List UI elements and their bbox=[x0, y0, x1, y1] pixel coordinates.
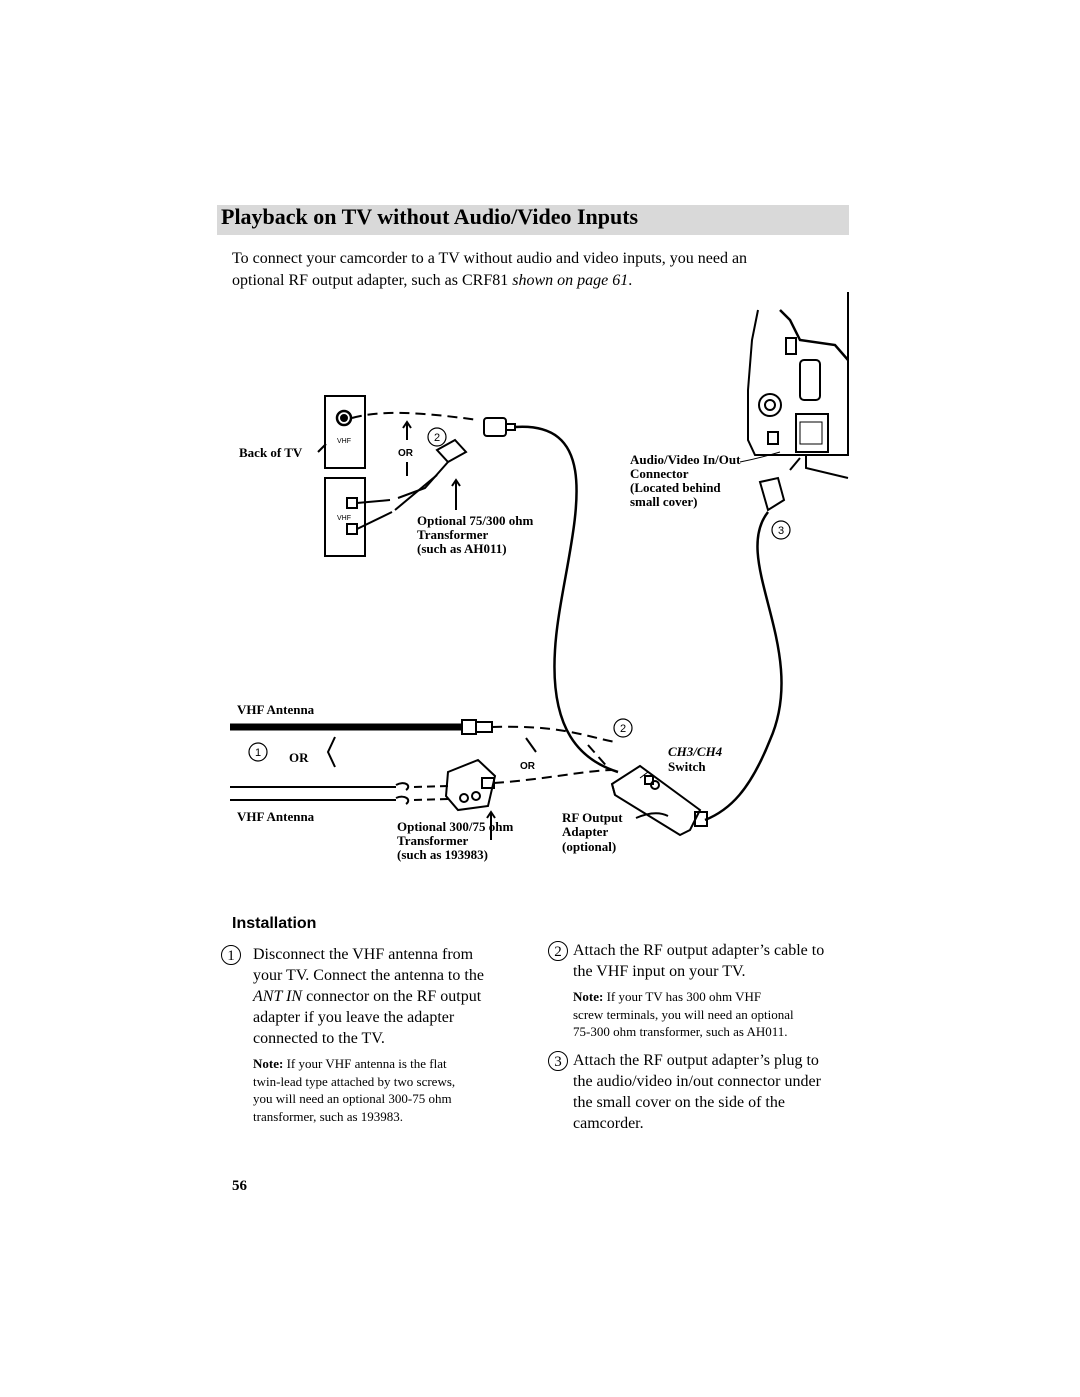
step-3-text: Attach the RF output adapter’s plug to t… bbox=[573, 1052, 821, 1132]
step-1-number: 1 bbox=[221, 945, 241, 965]
back-of-tv-label: Back of TV bbox=[239, 445, 303, 460]
step-2-text: Attach the RF output adapter’s cable to … bbox=[573, 942, 825, 980]
intro-text: optional RF output adapter, such as CRF8… bbox=[232, 272, 513, 289]
vhf-tag-1: VHF bbox=[337, 438, 351, 445]
page-title: Playback on TV without Audio/Video Input… bbox=[221, 204, 639, 229]
tv-panel-top bbox=[324, 395, 366, 469]
or-label-top: OR bbox=[398, 448, 414, 459]
vhf-tag-2: VHF bbox=[337, 515, 351, 522]
page-number: 56 bbox=[232, 1178, 247, 1194]
title-bar-background bbox=[217, 205, 849, 235]
transformer-300-75-line1: Optional 300/75 ohm bbox=[397, 819, 514, 834]
transformer-75-300-line2: Transformer bbox=[417, 527, 489, 542]
installation-heading: Installation bbox=[232, 915, 317, 932]
transformer-300-75-line2: Transformer bbox=[397, 833, 469, 848]
av-connector-line4: small cover) bbox=[630, 494, 698, 509]
rf-adapter-line3: (optional) bbox=[562, 839, 617, 854]
ch-switch-italic: CH3/CH4 bbox=[668, 744, 723, 759]
step-2-note: Note: If your TV has 300 ohm VHF screw t… bbox=[573, 989, 794, 1039]
av-connector-line3: (Located behind bbox=[630, 480, 721, 495]
camcorder-drawing bbox=[747, 292, 849, 479]
av-connector-line1: Audio/Video In/Out bbox=[630, 452, 741, 467]
diagram-step-3: 3 bbox=[778, 525, 784, 537]
diagram-step-2-bottom: 2 bbox=[620, 723, 626, 735]
step-1-text: Disconnect the VHF antenna from your TV.… bbox=[253, 946, 484, 1047]
connection-diagram: VHF VHF OR OR 2 3 2 1 bbox=[230, 292, 849, 840]
intro-line-1: To connect your camcorder to a TV withou… bbox=[232, 250, 748, 267]
vhf-antenna-coax-label: VHF Antenna bbox=[237, 702, 315, 717]
tv-panel-bottom bbox=[324, 477, 366, 557]
rf-adapter-line1: RF Output bbox=[562, 810, 623, 825]
av-connector-line2: Connector bbox=[630, 466, 689, 481]
vhf-antenna-twin-label: VHF Antenna bbox=[237, 809, 315, 824]
intro-line-2: optional RF output adapter, such as CRF8… bbox=[232, 272, 633, 289]
rf-adapter-line2: Adapter bbox=[562, 824, 609, 839]
transformer-300-75-line3: (such as 193983) bbox=[397, 847, 489, 862]
page-reference: shown on page 61 bbox=[512, 272, 629, 289]
or-label-bottom: OR bbox=[520, 761, 536, 772]
transformer-75-300-line1: Optional 75/300 ohm bbox=[417, 513, 534, 528]
ch-switch-label: Switch bbox=[668, 759, 706, 774]
or-label-antenna: OR bbox=[289, 750, 309, 765]
diagram-step-1: 1 bbox=[255, 747, 261, 759]
step-2-number: 2 bbox=[548, 941, 568, 961]
diagram-step-2-top: 2 bbox=[434, 432, 440, 444]
step-3-number: 3 bbox=[548, 1051, 568, 1071]
rf-adapter-body bbox=[610, 764, 702, 837]
transformer-75-300-line3: (such as AH011) bbox=[417, 541, 507, 556]
step-1-note: Note: If your VHF antenna is the flat tw… bbox=[253, 1056, 456, 1124]
